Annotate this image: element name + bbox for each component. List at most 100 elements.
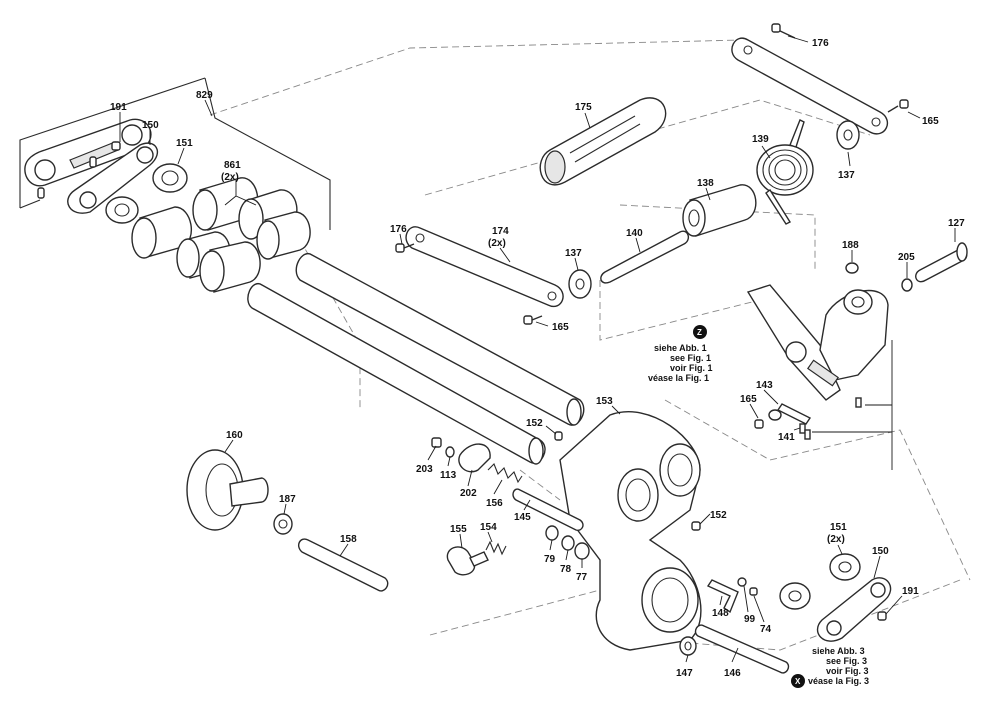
label-191b: 191 (902, 586, 919, 597)
label-152a: 152 (526, 418, 543, 429)
ref-badge-x-icon (791, 674, 805, 688)
label-174: 174 (492, 226, 509, 237)
nut-147 (679, 636, 697, 656)
label-150b: 150 (872, 546, 889, 557)
label-79: 79 (544, 554, 556, 565)
label-146: 146 (724, 668, 741, 679)
screw-191-right (877, 611, 887, 621)
washer-165c (754, 409, 782, 429)
label-202: 202 (460, 488, 477, 499)
label-154: 154 (480, 522, 497, 533)
label-203: 203 (416, 464, 433, 475)
key-143 (776, 403, 812, 425)
label-151b-qty: (2x) (827, 534, 845, 545)
knob-160 (186, 449, 269, 531)
lever-plate-174 (405, 226, 564, 308)
label-153: 153 (596, 396, 613, 407)
ref-z-line-3: voir Fig. 1 (670, 363, 713, 373)
ref-z-line-2: see Fig. 1 (670, 353, 711, 363)
label-861: 861 (224, 160, 241, 171)
label-158: 158 (340, 534, 357, 545)
ref-z-line-4: véase la Fig. 1 (648, 373, 709, 383)
screw-165-mid (523, 315, 543, 325)
label-148: 148 (712, 608, 729, 619)
lever-plate-top (731, 37, 889, 135)
screw-165-top (887, 99, 909, 113)
pin-152-rod (554, 431, 563, 441)
label-165c: 165 (740, 394, 757, 405)
label-151b: 151 (830, 522, 847, 533)
washer-137-mid (568, 269, 592, 299)
guide-rods (247, 252, 585, 465)
clip-148 (706, 579, 739, 614)
reference-note-x: siehe Abb. 3 see Fig. 3 voir Fig. 3 X vé… (791, 646, 869, 688)
spring-154 (485, 540, 507, 556)
ref-x-line-4: véase la Fig. 3 (808, 676, 869, 686)
ref-x-line-3: voir Fig. 3 (826, 666, 869, 676)
ref-badge-z-icon (693, 325, 707, 339)
label-160: 160 (226, 430, 243, 441)
roller-set-861 (131, 177, 311, 293)
label-205: 205 (898, 252, 915, 263)
bushing-138 (682, 184, 757, 237)
pin-203 (431, 437, 442, 448)
ref-x-line-2: see Fig. 3 (826, 656, 867, 666)
label-137b: 137 (565, 248, 582, 259)
label-139: 139 (752, 134, 769, 145)
label-176a: 176 (812, 38, 829, 49)
gasket-150-right (816, 577, 892, 642)
label-174-qty: (2x) (488, 238, 506, 249)
end-plate-left (24, 118, 152, 187)
ref-badge-x: X (795, 677, 801, 686)
ring-205 (901, 278, 913, 292)
reference-note-z: Z siehe Abb. 1 see Fig. 1 voir Fig. 1 vé… (648, 325, 713, 383)
label-156: 156 (486, 498, 503, 509)
part-labels: 176 165 175 139 137 138 127 188 205 140 … (110, 38, 965, 679)
cam-202 (458, 443, 491, 473)
screw-176-top (771, 23, 796, 39)
label-165a: 165 (922, 116, 939, 127)
pivot-bracket (746, 284, 889, 401)
label-152b: 152 (710, 510, 727, 521)
label-165b: 165 (552, 322, 569, 333)
label-150a: 150 (142, 120, 159, 131)
gasket-150-left (67, 142, 159, 214)
spring-156 (487, 463, 523, 484)
main-housing-153 (559, 411, 702, 651)
rod-146 (694, 624, 790, 674)
label-191a: 191 (110, 102, 127, 113)
washer-137-top (836, 120, 860, 150)
bolt-127 (915, 242, 968, 283)
ring-188 (845, 262, 859, 274)
label-78: 78 (560, 564, 572, 575)
label-140: 140 (626, 228, 643, 239)
leader-lines (119, 35, 956, 663)
label-143: 143 (756, 380, 773, 391)
ref-x-line-1: siehe Abb. 3 (812, 646, 865, 656)
label-151a: 151 (176, 138, 193, 149)
label-137a: 137 (838, 170, 855, 181)
ref-badge-z: Z (697, 328, 702, 337)
handle-175 (539, 97, 667, 186)
label-155: 155 (450, 524, 467, 535)
bushing-187 (273, 513, 293, 535)
ref-z-line-1: siehe Abb. 1 (654, 343, 707, 353)
label-127: 127 (948, 218, 965, 229)
label-99: 99 (744, 614, 756, 625)
pins-small-left (37, 141, 121, 199)
label-141: 141 (778, 432, 795, 443)
screw-176-mid (395, 243, 415, 253)
label-147: 147 (676, 668, 693, 679)
pins-right (799, 397, 862, 440)
label-77: 77 (576, 572, 588, 583)
label-145: 145 (514, 512, 531, 523)
shaft-145 (512, 488, 584, 532)
label-113: 113 (440, 470, 457, 481)
label-175: 175 (575, 102, 592, 113)
label-861-qty: (2x) (221, 172, 239, 183)
knob-155 (446, 546, 489, 576)
label-176b: 176 (390, 224, 407, 235)
washers-151-right (779, 553, 861, 610)
label-138: 138 (697, 178, 714, 189)
